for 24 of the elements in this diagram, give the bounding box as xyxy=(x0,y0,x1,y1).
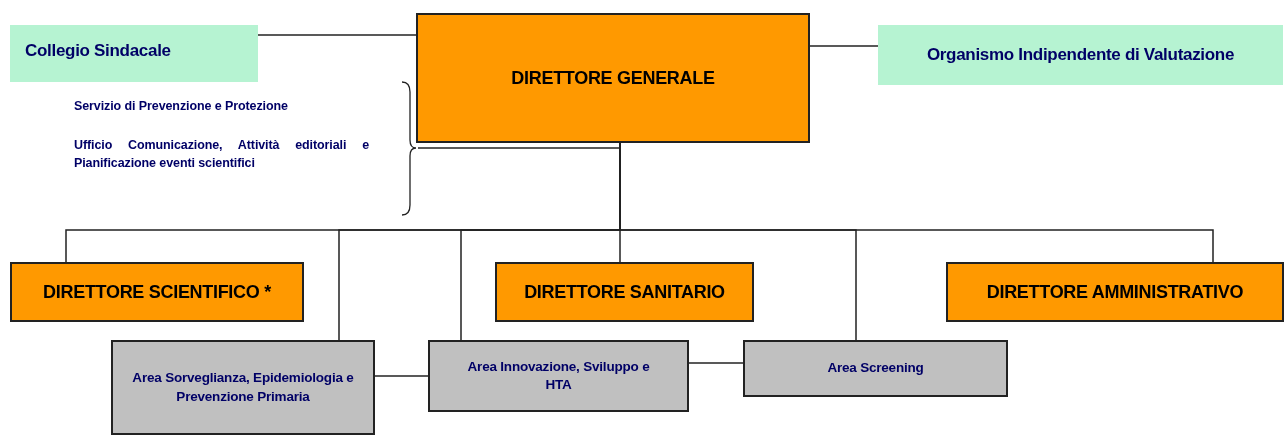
unit-name: DIRETTORE GENERALE xyxy=(511,67,715,89)
connector-line xyxy=(688,362,744,364)
connector-line xyxy=(809,45,879,47)
director-box xyxy=(416,13,810,143)
unit-name: Organismo Indipendente di Valutazione xyxy=(926,45,1235,65)
connector-line xyxy=(257,34,417,36)
unit-name: Area Innovazione, Sviluppo e HTA xyxy=(466,357,651,394)
unit-name: DIRETTORE SANITARIO xyxy=(524,281,725,303)
area-box xyxy=(743,340,1008,397)
area-box xyxy=(428,340,689,412)
office-name: Servizio di Prevenzione e Protezione xyxy=(74,98,289,115)
director-box xyxy=(10,262,304,322)
director-box xyxy=(495,262,754,322)
area-box xyxy=(111,340,375,435)
unit-name: DIRETTORE AMMINISTRATIVO xyxy=(986,281,1244,303)
office-name: Ufficio Comunicazione, Attività editoriali e Pianificazione eventi scientifici xyxy=(74,137,369,172)
board-band xyxy=(10,25,258,82)
director-box xyxy=(946,262,1284,322)
unit-name: Area Sorveglianza, Epidemiologia e Prevenzione Primaria xyxy=(131,369,355,406)
unit-name: Area Screening xyxy=(827,359,924,378)
unit-name: Collegio Sindacale xyxy=(25,41,171,61)
connector-line xyxy=(374,375,429,377)
board-band xyxy=(878,25,1283,85)
unit-name: DIRETTORE SCIENTIFICO * xyxy=(43,281,271,303)
